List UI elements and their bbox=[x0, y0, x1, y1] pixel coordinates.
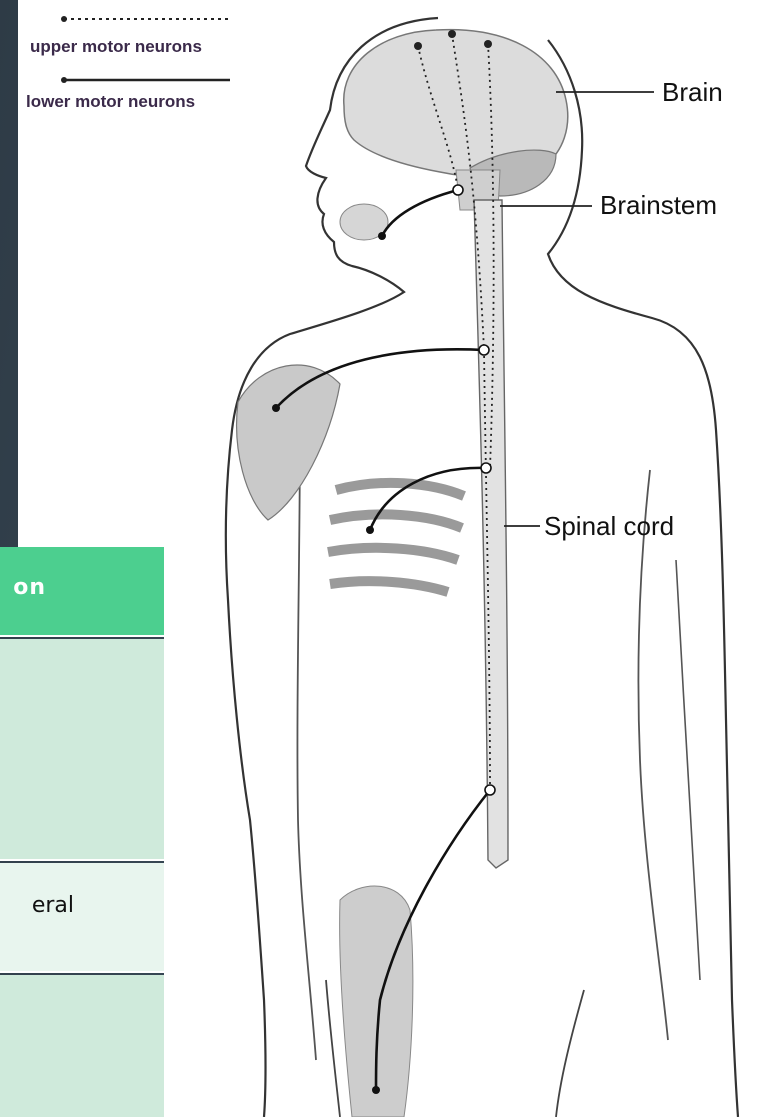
legend-lower-dot bbox=[61, 77, 67, 83]
legend-upper-label: upper motor neurons bbox=[30, 37, 202, 56]
spinal-cord-label: Spinal cord bbox=[544, 511, 674, 541]
legend-lower-label: lower motor neurons bbox=[26, 92, 195, 111]
brainstem-label: Brainstem bbox=[600, 190, 717, 220]
legend-upper-dot bbox=[61, 16, 67, 22]
brain-label: Brain bbox=[662, 77, 723, 107]
